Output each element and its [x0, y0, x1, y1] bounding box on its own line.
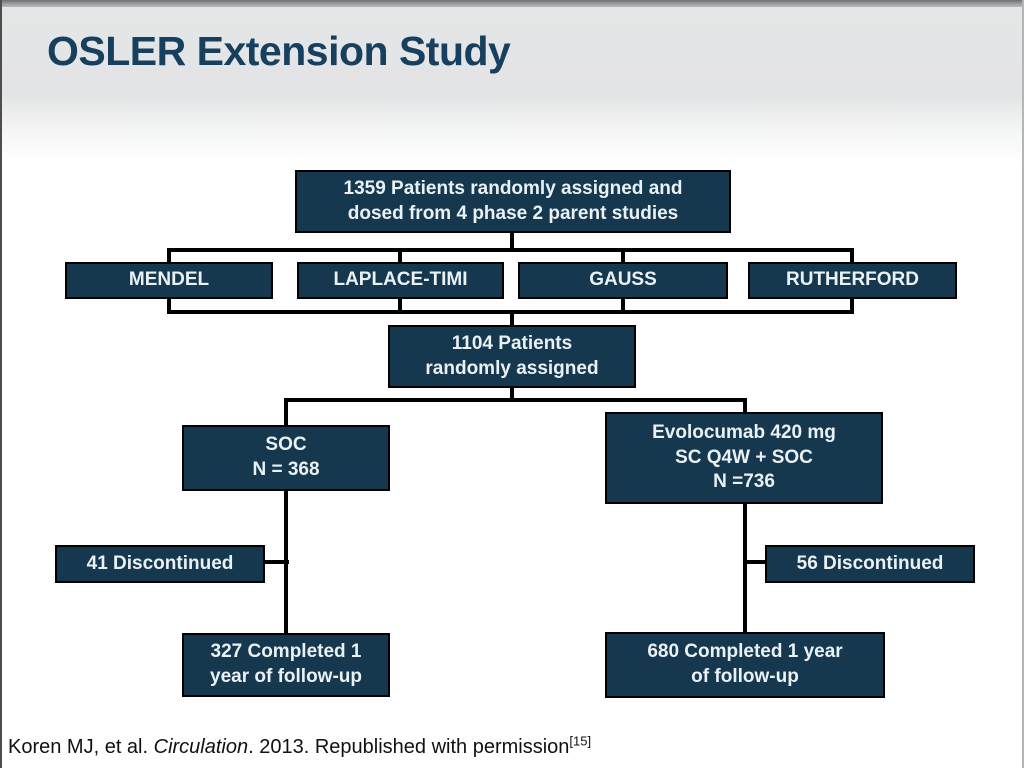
citation: Koren MJ, et al. Circulation. 2013. Repu…: [8, 733, 592, 759]
connector-evolocumab-vertical: [743, 398, 747, 635]
connector-split-horizontal: [284, 398, 747, 402]
node-soc-completed-line1: 327 Completed 1: [210, 641, 362, 663]
node-randomized-line1: 1104 Patients: [451, 332, 573, 354]
node-soc-arm-line2: N = 368: [252, 459, 320, 480]
connector-randomized-to-split: [510, 386, 514, 402]
connector-bracket-to-randomized: [510, 310, 514, 328]
node-study-mendel-label: MENDEL: [128, 269, 210, 291]
node-randomized: 1104 Patients randomly assigned: [388, 325, 636, 388]
node-study-laplace-timi-label: LAPLACE-TIMI: [333, 269, 468, 291]
node-soc-arm-line1: SOC: [265, 434, 307, 456]
citation-journal: Circulation: [153, 736, 249, 758]
citation-rest: . 2013. Republished with permission: [248, 736, 570, 758]
connector-soc-discontinued-tick: [263, 560, 289, 564]
connector-evolocumab-discontinued-tick: [743, 560, 769, 564]
node-enrolled: 1359 Patients randomly assigned and dose…: [295, 170, 731, 233]
node-evolocumab-completed: 680 Completed 1 year of follow-up: [605, 632, 885, 698]
node-randomized-line2: randomly assigned: [425, 357, 599, 379]
node-evolocumab-completed-line2: of follow-up: [691, 666, 799, 687]
node-study-gauss-label: GAUSS: [589, 269, 657, 291]
slide-right-edge: [1022, 0, 1024, 768]
node-study-gauss: GAUSS: [518, 262, 728, 299]
node-soc-completed-line2: year of follow-up: [210, 666, 362, 687]
node-soc-discontinued-label: 41 Discontinued: [86, 552, 234, 574]
node-soc-discontinued: 41 Discontinued: [55, 545, 265, 583]
slide-left-edge: [0, 0, 2, 768]
node-enrolled-line1: 1359 Patients randomly assigned and: [343, 177, 683, 199]
node-evolocumab-arm: Evolocumab 420 mg SC Q4W + SOC N =736: [605, 412, 883, 504]
slide-top-edge: [0, 0, 1024, 7]
node-evolocumab-arm-line2: SC Q4W + SOC: [675, 446, 813, 468]
citation-reference-number: [15]: [569, 733, 592, 749]
node-study-rutherford: RUTHERFORD: [748, 262, 957, 299]
node-soc-completed: 327 Completed 1 year of follow-up: [182, 633, 390, 697]
connector-soc-vertical: [284, 398, 288, 636]
citation-authors: Koren MJ, et al.: [8, 736, 154, 758]
page-title: OSLER Extension Study: [47, 28, 511, 74]
connector-enrolled-to-bracket: [510, 231, 514, 250]
node-evolocumab-arm-line3: N =736: [713, 471, 775, 493]
node-evolocumab-discontinued-label: 56 Discontinued: [796, 552, 944, 574]
node-study-rutherford-label: RUTHERFORD: [786, 269, 919, 291]
node-evolocumab-arm-line1: Evolocumab 420 mg: [652, 421, 836, 443]
node-study-laplace-timi: LAPLACE-TIMI: [297, 262, 504, 299]
node-enrolled-line2: dosed from 4 phase 2 parent studies: [347, 202, 679, 224]
connector-bracket-top: [167, 248, 854, 252]
node-soc-arm: SOC N = 368: [182, 425, 390, 491]
node-evolocumab-discontinued: 56 Discontinued: [765, 545, 975, 583]
node-study-mendel: MENDEL: [65, 262, 273, 299]
node-evolocumab-completed-line1: 680 Completed 1 year: [647, 641, 843, 663]
